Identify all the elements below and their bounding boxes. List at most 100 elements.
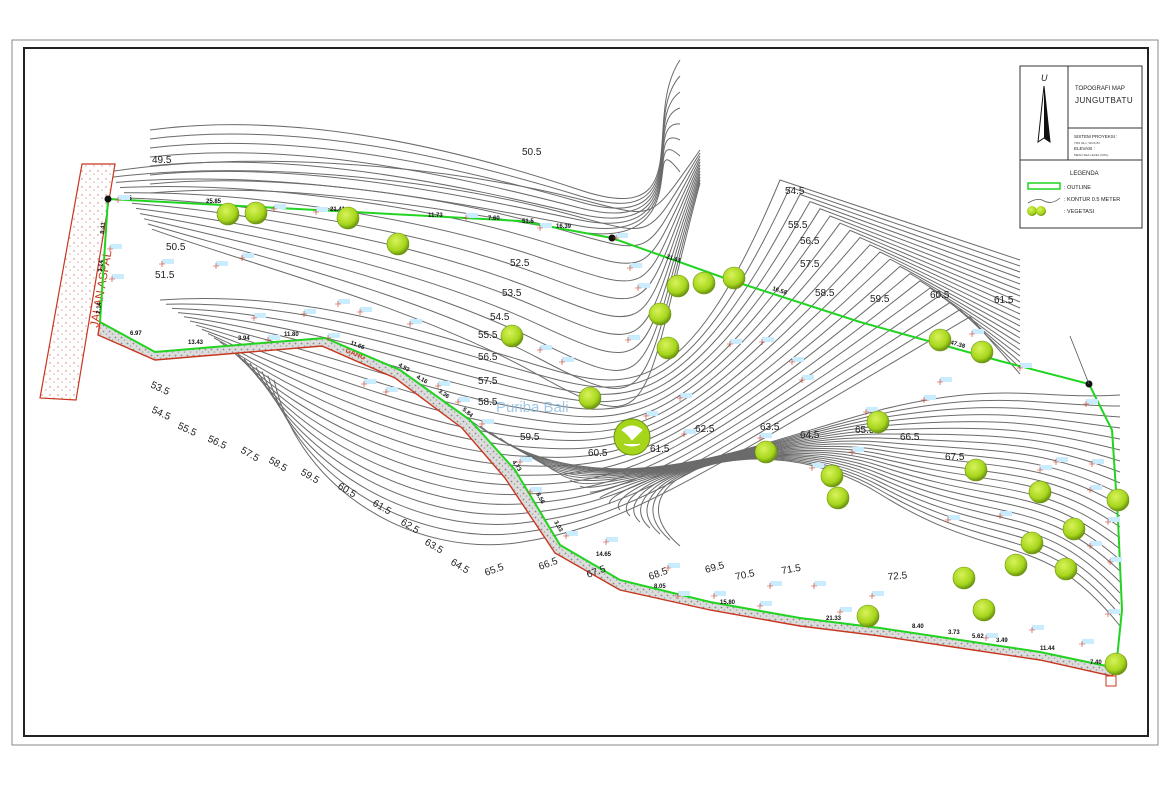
survey-point-marker bbox=[675, 593, 681, 599]
contour-label: 60.5 bbox=[930, 290, 950, 301]
survey-point-marker bbox=[799, 377, 805, 383]
tree-icon bbox=[952, 566, 976, 590]
dimension-label: 16.39 bbox=[556, 224, 572, 230]
contour-label: 55.5 bbox=[478, 330, 498, 341]
legend-heading: LEGENDA bbox=[1070, 171, 1099, 177]
jalan-aspal-road bbox=[39, 163, 116, 401]
contour-line bbox=[189, 215, 1021, 418]
survey-point-marker bbox=[603, 539, 609, 545]
survey-point-tag bbox=[328, 333, 340, 338]
site-outline bbox=[98, 198, 1124, 670]
contour-line bbox=[149, 91, 681, 209]
tree-icon bbox=[1062, 517, 1086, 541]
contour-label: 59.5 bbox=[520, 432, 540, 443]
leader-line bbox=[1069, 335, 1090, 385]
contour-label: 65.5 bbox=[483, 562, 505, 579]
contour-line bbox=[652, 458, 1121, 616]
tree-icon bbox=[972, 598, 996, 622]
dimension-label: 8.41 bbox=[100, 221, 107, 234]
contour-label: 55.5 bbox=[788, 220, 808, 231]
survey-point-marker bbox=[109, 276, 115, 282]
contour-label: 51.5 bbox=[155, 270, 175, 281]
survey-point-tag bbox=[866, 407, 878, 412]
contour-label: 49.5 bbox=[152, 155, 172, 166]
survey-point-tags bbox=[107, 195, 1122, 647]
tree-icon bbox=[866, 410, 890, 434]
contour-line bbox=[201, 229, 1021, 433]
contour-line bbox=[549, 440, 1121, 484]
dimension-label: 7.40 bbox=[1090, 660, 1102, 666]
survey-point-tag bbox=[112, 274, 124, 279]
survey-point-marker bbox=[635, 285, 641, 291]
survey-point-tag bbox=[438, 381, 450, 386]
dimension-label: 7.60 bbox=[488, 216, 500, 222]
survey-point-marker bbox=[625, 337, 631, 343]
survey-point-marker bbox=[239, 255, 245, 261]
survey-point-marker bbox=[759, 339, 765, 345]
contour-label: 64.5 bbox=[449, 557, 472, 576]
survey-point-marker bbox=[627, 265, 633, 271]
survey-point-marker bbox=[665, 565, 671, 571]
contour-line bbox=[111, 152, 701, 230]
survey-point-tag bbox=[668, 563, 680, 568]
projection-detail: TM3 49-1, WGS 84 bbox=[1074, 141, 1100, 145]
legend-label: : KONTUR 0.5 METER bbox=[1064, 197, 1120, 203]
contour-line bbox=[149, 59, 681, 199]
survey-point-marker bbox=[983, 635, 989, 641]
survey-point-marker bbox=[251, 315, 257, 321]
tree-icon bbox=[578, 386, 602, 410]
survey-point-tag bbox=[630, 263, 642, 268]
boundary-point bbox=[104, 195, 112, 203]
survey-point-marker bbox=[537, 225, 543, 231]
map-title: TOPOGRAFI MAP bbox=[1075, 86, 1125, 92]
survey-point-marker bbox=[643, 413, 649, 419]
survey-point-tag bbox=[628, 335, 640, 340]
dimension-label: 16.58 bbox=[771, 286, 788, 297]
contour-line bbox=[489, 407, 1121, 471]
survey-point-marker bbox=[559, 359, 565, 365]
dimension-label: 4.73 bbox=[510, 460, 522, 474]
survey-point-tag bbox=[948, 515, 960, 520]
survey-point-tag bbox=[972, 329, 984, 334]
corner-marker bbox=[1105, 675, 1117, 687]
projection-heading: SISTEM PROYEKSI : bbox=[1074, 134, 1118, 139]
survey-point-tag bbox=[316, 207, 328, 212]
survey-point-tag bbox=[520, 457, 532, 462]
contour-line bbox=[609, 452, 1121, 550]
contour-line bbox=[207, 236, 1021, 442]
dimension-label: 21.61 bbox=[665, 254, 682, 265]
contour-label: 54.5 bbox=[150, 405, 173, 423]
contour-line bbox=[519, 427, 1121, 474]
survey-point-tag bbox=[364, 379, 376, 384]
dimension-label: 3.49 bbox=[996, 638, 1008, 644]
tree-icon bbox=[1020, 531, 1044, 555]
survey-point-tag bbox=[986, 633, 998, 638]
contour-label: 56.5 bbox=[800, 236, 820, 247]
contour-line bbox=[165, 186, 1021, 388]
dimension-label: 3.94 bbox=[238, 336, 250, 342]
contour-line bbox=[499, 414, 1121, 472]
survey-point-tag bbox=[1092, 459, 1104, 464]
contour-label: 58.5 bbox=[478, 397, 498, 408]
survey-point-marker bbox=[115, 197, 121, 203]
survey-point-tag bbox=[1086, 399, 1098, 404]
tree-icon bbox=[666, 274, 690, 298]
survey-point-marker bbox=[1037, 467, 1043, 473]
survey-point-tag bbox=[802, 375, 814, 380]
elevation-detail: MEAN SEA LEVEL (MSL) bbox=[1074, 153, 1108, 157]
dimension-label: 8.56 bbox=[534, 492, 545, 506]
contour-line bbox=[273, 316, 1021, 546]
survey-point-marker bbox=[869, 593, 875, 599]
contour-label: 59.5 bbox=[870, 294, 890, 305]
dimension-label: 14.65 bbox=[596, 552, 612, 558]
survey-point-marker bbox=[435, 383, 441, 389]
contour-label: 63.5 bbox=[760, 422, 780, 433]
contour-label: 56.5 bbox=[478, 352, 498, 363]
contour-label: 66.5 bbox=[900, 432, 920, 443]
tree-icon bbox=[656, 336, 680, 360]
survey-point-tag bbox=[458, 397, 470, 402]
survey-point-tag bbox=[562, 357, 574, 362]
contour-label: 59.5 bbox=[299, 467, 322, 486]
survey-point-tag bbox=[530, 487, 542, 492]
